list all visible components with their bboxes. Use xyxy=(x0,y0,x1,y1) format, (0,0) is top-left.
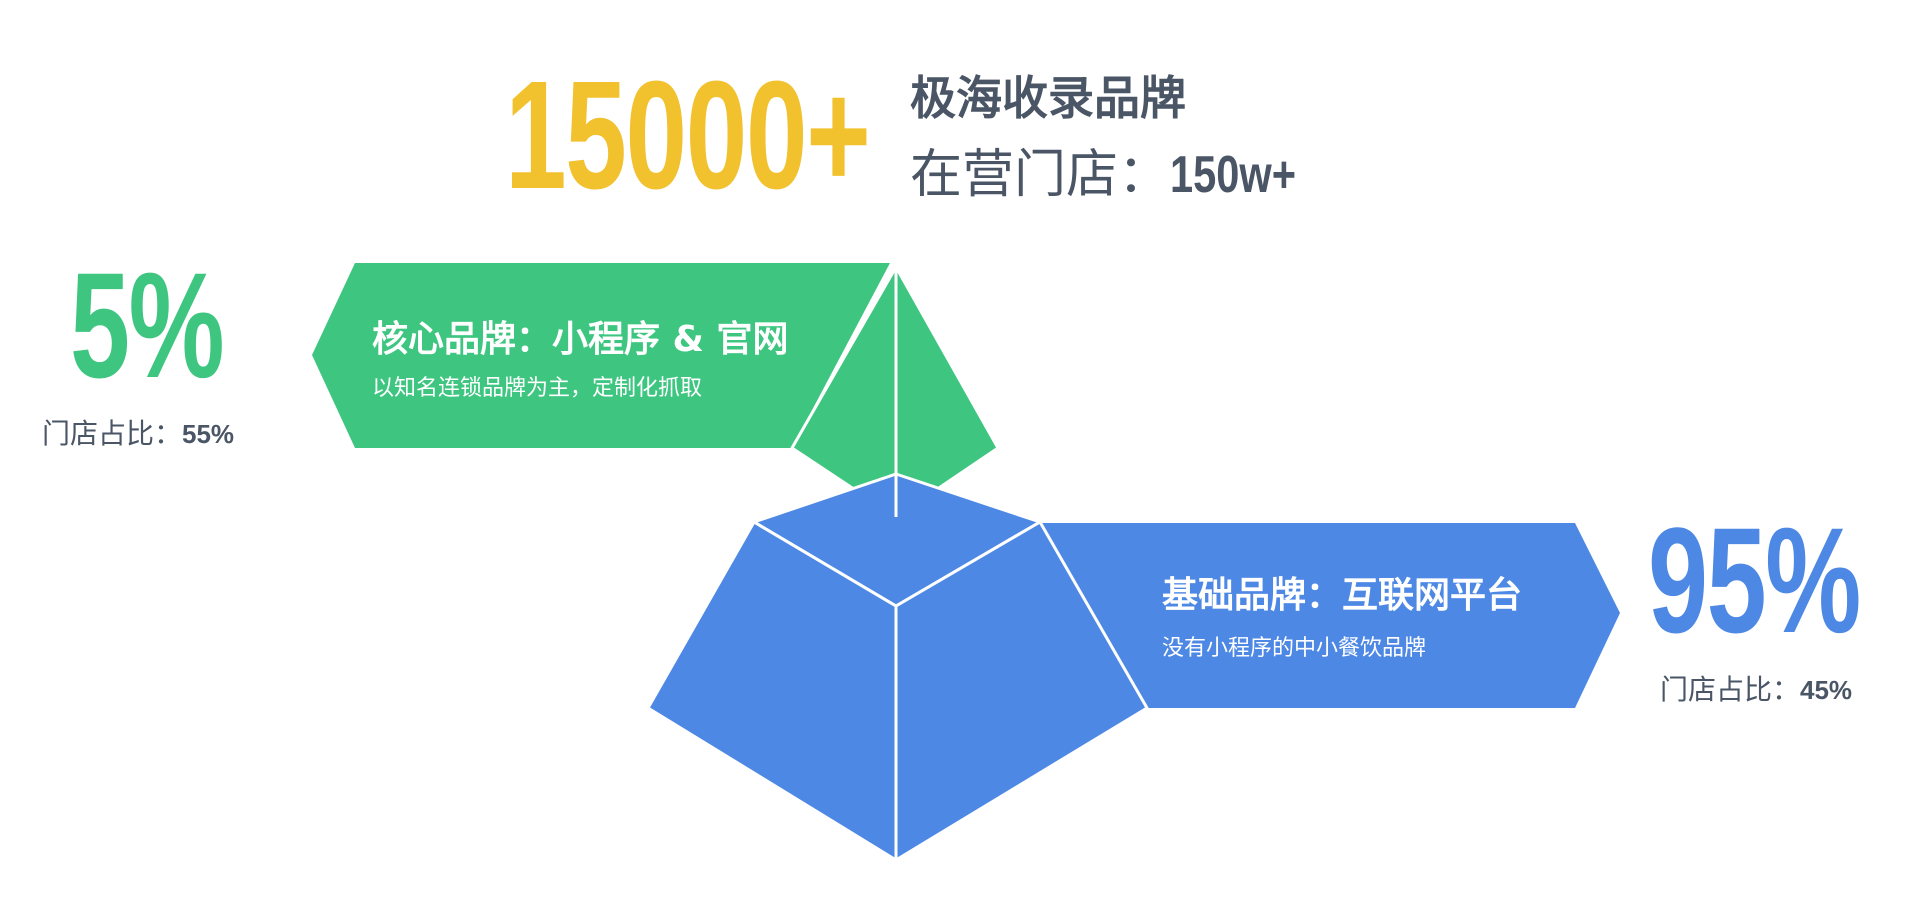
active-stores-label: 在营门店： xyxy=(910,145,1171,205)
core-tier-store-share-label: 门店占比： xyxy=(42,417,183,450)
base-tier-store-share: 门店占比：45% xyxy=(1660,668,1852,708)
base-tier-store-share-value: 45% xyxy=(1800,675,1853,705)
base-tier-description: 没有小程序的中小餐饮品牌 xyxy=(1162,636,1427,661)
core-tier-percent: 5% xyxy=(70,241,225,409)
core-tier-title: 核心品牌：小程序 & 官网 xyxy=(372,319,789,360)
hero-number: 15000+ xyxy=(505,49,871,221)
active-stores-value: 150w+ xyxy=(1170,146,1297,204)
active-stores: 在营门店：150w+ xyxy=(910,132,1328,207)
base-tier-banner xyxy=(1040,523,1620,708)
base-tier-percent: 95% xyxy=(1648,496,1861,664)
base-tier-store-share-label: 门店占比： xyxy=(1660,673,1801,706)
base-tier-title: 基础品牌：互联网平台 xyxy=(1162,575,1523,616)
core-tier-store-share: 门店占比：55% xyxy=(42,412,234,452)
core-tier-store-share-value: 55% xyxy=(182,419,235,449)
brand-count-label: 极海收录品牌 xyxy=(910,71,1186,125)
core-tier-description: 以知名连锁品牌为主，定制化抓取 xyxy=(372,376,703,401)
core-tier-banner xyxy=(312,263,890,448)
